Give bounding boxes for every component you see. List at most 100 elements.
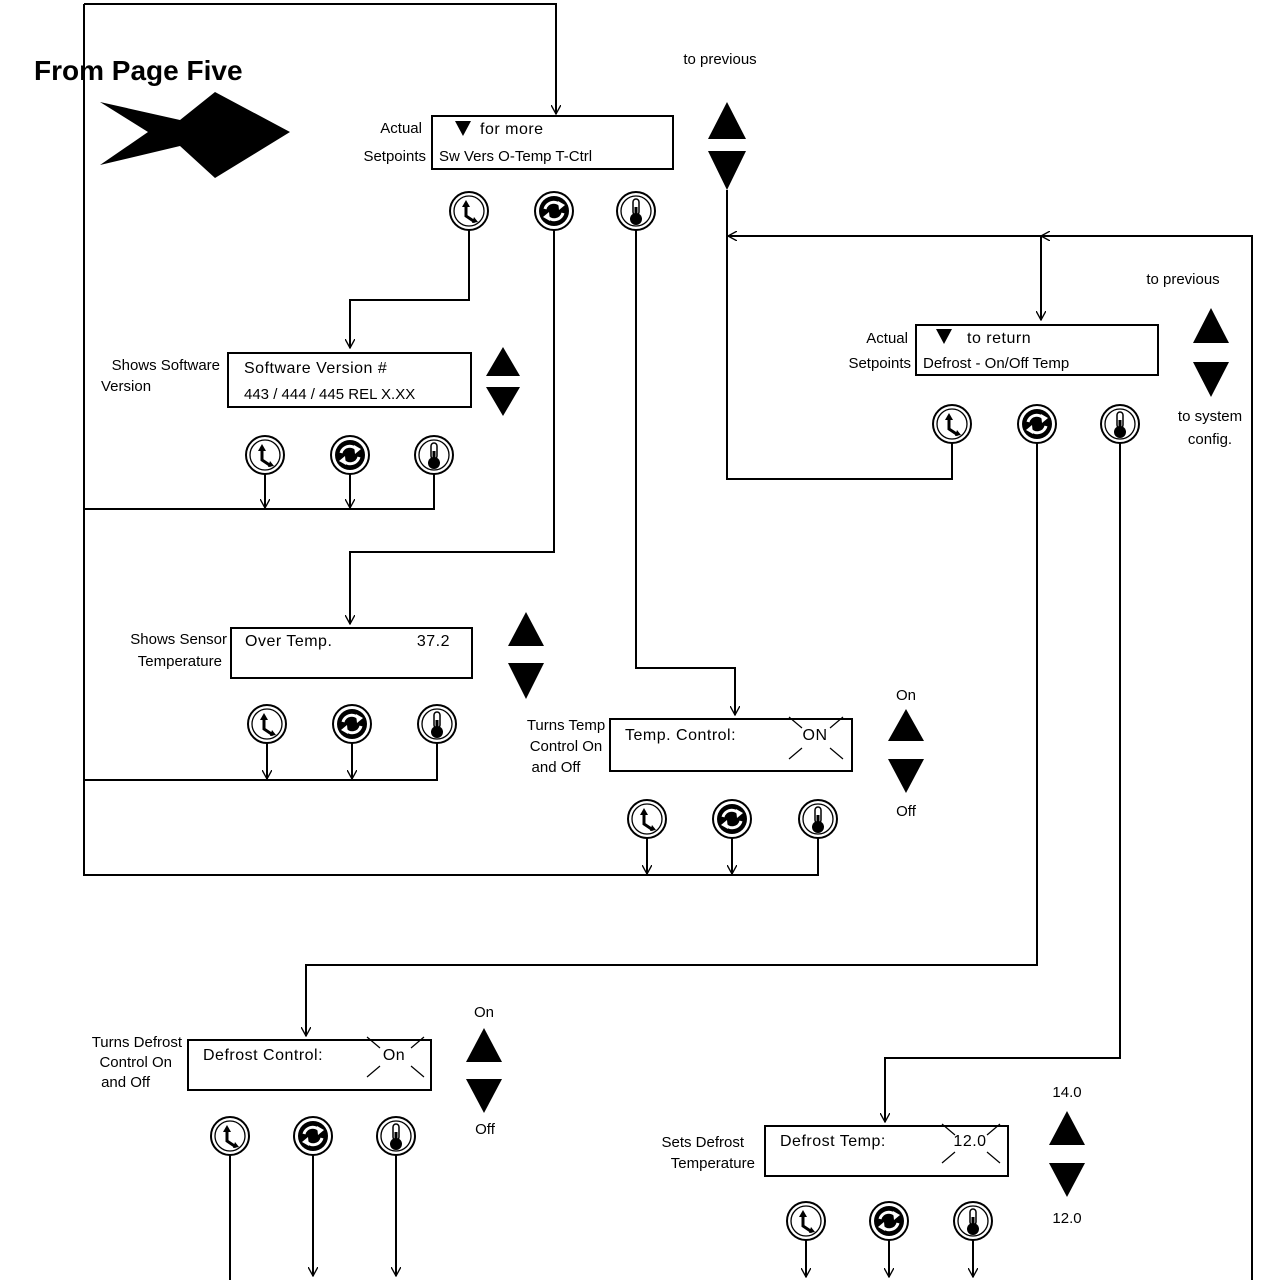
down-arrow-button[interactable] [1049,1163,1085,1197]
sensor-lcd-value: 37.2 [417,633,450,650]
top-menu-up-note: to previous [683,51,756,68]
down-triangle-icon [455,121,471,136]
defrost-menu: Actual Setpoints to return Defrost - On/… [848,324,1159,376]
big-right-arrow-icon [100,92,290,178]
defrost-control-lcd-name: Defrost Control: [203,1047,323,1064]
clock-button[interactable] [626,798,668,840]
defrost-temp-label-line2: Temperature [671,1155,755,1172]
sensor-lcd-name: Over Temp. [245,633,332,650]
up-arrow-button[interactable] [486,347,520,376]
cycle-button[interactable] [711,798,753,840]
defrost-temp-screen: Sets Defrost Temperature Defrost Temp: 1… [661,1123,1009,1177]
up-arrow-button[interactable] [888,709,924,741]
thermometer-button[interactable] [953,1201,993,1241]
defrost-control-down-note: Off [475,1121,496,1138]
connector-to-defrost-temp [885,443,1121,1122]
defrost-temp-lcd [764,1125,1009,1177]
up-arrow-button[interactable] [708,102,746,139]
cycle-button[interactable] [868,1200,910,1242]
down-arrow-button[interactable] [466,1079,502,1113]
defrost-control-screen: Turns Defrost Control On and Off Defrost… [92,1034,432,1091]
thermometer-button[interactable] [376,1116,416,1156]
thermometer-button[interactable] [798,799,838,839]
temp-control-down-note: Off [896,803,917,820]
sensor-label-line1: Shows Sensor [130,631,227,648]
down-triangle-icon [936,329,952,344]
clock-button[interactable] [244,434,286,476]
connector-loop-right [1041,236,1253,1280]
connector-back-to-previous [726,236,953,480]
down-arrow-button[interactable] [486,387,520,416]
temp-control-screen: Turns Temp Control On and Off Temp. Cont… [527,716,853,776]
down-arrow-button[interactable] [888,759,924,793]
temp-control-label-line3: and Off [532,759,582,776]
cycle-button[interactable] [292,1115,334,1157]
temp-control-up-note: On [896,687,916,704]
defrost-control-label-line1: Turns Defrost [92,1034,183,1051]
connector-to-temp-control [635,230,735,715]
sensor-label-line2: Temperature [138,653,222,670]
clock-button[interactable] [448,190,490,232]
software-lcd-line1: Software Version # [244,360,387,377]
temp-control-label-line1: Turns Temp [527,717,605,734]
software-label-line1: Shows Software [112,357,220,374]
defrost-menu-up-note: to previous [1146,271,1219,288]
defrost-temp-down-note: 12.0 [1052,1210,1081,1227]
top-menu-lcd [431,115,674,170]
defrost-temp-lcd-value: 12.0 [953,1133,986,1150]
temp-control-label-line2: Control On [530,738,603,755]
cycle-button[interactable] [329,434,371,476]
top-menu-lcd-line1: for more [480,121,544,138]
defrost-temp-label-line1: Sets Defrost [661,1134,744,1151]
thermometer-button[interactable] [417,704,457,744]
software-lcd-line2: 443 / 444 / 445 REL X.XX [244,386,415,403]
software-lcd [227,352,472,408]
defrost-menu-lcd-line1: to return [967,330,1031,347]
up-arrow-button[interactable] [466,1028,502,1062]
defrost-menu-down-note-line1: to system [1178,408,1242,425]
page-title: From Page Five [34,55,243,86]
cycle-button[interactable] [331,703,373,745]
blink-marks-icon [941,1123,1001,1164]
thermometer-button[interactable] [1100,404,1140,444]
connector-loop-left [83,4,819,876]
temp-control-lcd-value: ON [803,727,828,744]
thermometer-button[interactable] [414,435,454,475]
connector-to-defrost-control [306,443,1038,1036]
defrost-control-label-line2: Control On [99,1054,172,1071]
defrost-menu-label-line2: Setpoints [848,355,911,372]
clock-button[interactable] [785,1200,827,1242]
sensor-temperature-screen: Shows Sensor Temperature Over Temp. 37.2 [130,627,473,679]
clock-button[interactable] [209,1115,251,1157]
clock-button[interactable] [931,403,973,445]
thermometer-button[interactable] [616,191,656,231]
defrost-menu-down-note-line2: config. [1188,431,1232,448]
defrost-temp-lcd-name: Defrost Temp: [780,1133,886,1150]
down-arrow-button[interactable] [1193,362,1229,397]
cycle-button[interactable] [1016,403,1058,445]
up-arrow-button[interactable] [508,612,544,646]
down-arrow-button[interactable] [508,663,544,699]
defrost-temp-up-note: 14.0 [1052,1084,1081,1101]
defrost-menu-lcd [915,324,1159,376]
cycle-button[interactable] [533,190,575,232]
top-menu: Actual Setpoints for more Sw Vers O-Temp… [363,115,674,170]
defrost-menu-label-line1: Actual [866,330,908,347]
down-arrow-button[interactable] [708,151,746,190]
top-menu-lcd-line2: Sw Vers O-Temp T-Ctrl [439,148,592,165]
software-label-line2: Version [101,378,151,395]
connector-return [84,743,438,781]
software-version-screen: Shows Software Version Software Version … [101,352,472,408]
up-arrow-button[interactable] [1049,1111,1085,1145]
top-menu-label-line2: Setpoints [363,148,426,165]
top-menu-label-line1: Actual [380,120,422,137]
blink-marks-icon [366,1036,425,1078]
defrost-control-up-note: On [474,1004,494,1021]
connector-to-sensor [350,230,555,624]
up-arrow-button[interactable] [1193,308,1229,343]
connector-into-top-menu [84,3,556,114]
defrost-control-lcd [187,1039,432,1091]
sensor-lcd [230,627,473,679]
clock-button[interactable] [246,703,288,745]
